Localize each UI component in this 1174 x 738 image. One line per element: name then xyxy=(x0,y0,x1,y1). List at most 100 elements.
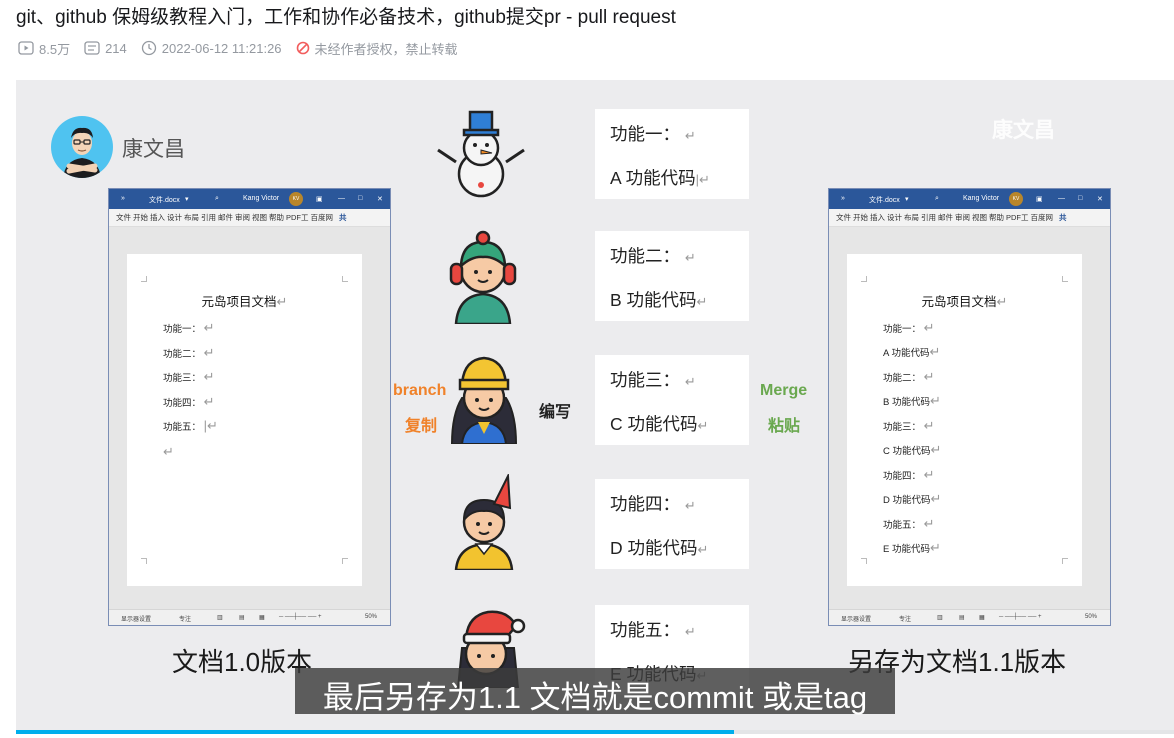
doc-title: 元岛项目文档↵ xyxy=(201,294,288,309)
author-name: 康文昌 xyxy=(122,138,185,161)
left-caption: 文档1.0版本 xyxy=(172,647,313,677)
document-area: 元岛项目文档↵ 功能一： ↵ A 功能代码↵ 功能二： ↵ B 功能代码↵ 功能… xyxy=(829,227,1110,609)
menu-design[interactable]: 设计 xyxy=(167,213,182,222)
girl-beanie-icon xyxy=(446,354,522,449)
status-bar: 显示器设置 专注 ▥ ▤ ▦ ─ ──┼── ── + 50% xyxy=(829,609,1110,625)
document-page[interactable]: 元岛项目文档↵ 功能一： ↵ 功能二： ↵ 功能三： ↵ 功能四： ↵ 功能五：… xyxy=(127,254,362,586)
display-settings[interactable]: 显示器设置 xyxy=(121,617,152,623)
menu-review[interactable]: 审阅 xyxy=(235,213,250,222)
progress-fill xyxy=(16,730,734,734)
ribbon-menu: 文件 开始 插入 设计 布局 引用 邮件 审阅 视图 帮助 PDF工 百度网 共 xyxy=(109,209,390,227)
feature-card: 功能三： ↵ C 功能代码↵ xyxy=(595,355,749,445)
menu-view[interactable]: 视图 xyxy=(972,213,987,222)
menu-review[interactable]: 审阅 xyxy=(955,213,970,222)
watermark: 康文昌 xyxy=(992,119,1055,142)
menu-help[interactable]: 帮助 xyxy=(989,213,1004,222)
chevron-down-icon[interactable]: ▾ xyxy=(905,196,909,203)
menu-file[interactable]: 文件 xyxy=(116,213,131,222)
focus-mode[interactable]: 专注 xyxy=(179,617,192,623)
user-avatar[interactable]: KV xyxy=(1009,192,1023,206)
menu-view[interactable]: 视图 xyxy=(252,213,267,222)
document-area: 元岛项目文档↵ 功能一： ↵ 功能二： ↵ 功能三： ↵ 功能四： ↵ 功能五：… xyxy=(109,227,390,609)
web-layout-icon[interactable]: ▦ xyxy=(979,615,985,621)
maximize-icon[interactable]: □ xyxy=(358,195,363,202)
menu-baidu[interactable]: 百度网 xyxy=(1030,213,1054,222)
close-icon[interactable]: ✕ xyxy=(377,196,383,203)
feature-code: B 功能代码↵ xyxy=(610,290,708,310)
video-meta: 8.5万 214 2022-06-12 11:21:26 未经作者授权，禁止转载 xyxy=(18,39,472,57)
expand-icon[interactable]: » xyxy=(841,195,845,202)
file-name: 文件.docx xyxy=(149,197,180,204)
menu-references[interactable]: 引用 xyxy=(201,213,216,222)
date-text: 2022-06-12 11:21:26 xyxy=(161,40,282,56)
subtitle-box: 最后另存为1.1 文档就是commit 或是tag xyxy=(295,668,895,715)
search-icon[interactable]: ⌕ xyxy=(215,195,219,202)
status-bar: 显示器设置 专注 ▥ ▤ ▦ ─ ──┼── ── + 50% xyxy=(109,609,390,625)
display-settings[interactable]: 显示器设置 xyxy=(841,617,872,623)
ribbon-menu: 文件 开始 插入 设计 布局 引用 邮件 审阅 视图 帮助 PDF工 百度网 共 xyxy=(829,209,1110,227)
paragraph-mark: ↵ xyxy=(163,444,174,459)
feature-label: 功能一： ↵ xyxy=(610,124,696,144)
print-layout-icon[interactable]: ▤ xyxy=(239,615,245,621)
document-page[interactable]: 元岛项目文档↵ 功能一： ↵ A 功能代码↵ 功能二： ↵ B 功能代码↵ 功能… xyxy=(847,254,1082,586)
zoom-slider[interactable]: ─ ──┼── ── + xyxy=(999,614,1042,620)
copyright-notice: 未经作者授权，禁止转载 xyxy=(296,39,458,58)
menu-home[interactable]: 开始 xyxy=(133,213,148,222)
share-button[interactable]: 共 xyxy=(339,213,347,222)
menu-insert[interactable]: 插入 xyxy=(150,213,165,222)
expand-icon[interactable]: » xyxy=(121,195,125,202)
share-button[interactable]: 共 xyxy=(1059,213,1067,222)
video-title: git、github 保姆级教程入门，工作和协作必备技术，github提交pr … xyxy=(16,7,676,28)
word-titlebar: » 文件.docx ▾ ⌕ Kang Victor KV ▣ — □ ✕ xyxy=(829,189,1110,209)
menu-home[interactable]: 开始 xyxy=(853,213,868,222)
menu-layout[interactable]: 布局 xyxy=(184,213,199,222)
feature-label: 功能五： ↵ xyxy=(610,620,696,640)
search-icon[interactable]: ⌕ xyxy=(935,195,939,202)
progress-bar[interactable] xyxy=(16,730,1174,734)
doc-line: 功能二： ↵ xyxy=(163,345,215,360)
focus-mode[interactable]: 专注 xyxy=(899,617,912,623)
menu-layout[interactable]: 布局 xyxy=(904,213,919,222)
word-window-left: » 文件.docx ▾ ⌕ Kang Victor KV ▣ — □ ✕ 文件 … xyxy=(108,188,391,626)
doc-line: E 功能代码↵ xyxy=(883,540,941,555)
minimize-icon[interactable]: — xyxy=(338,195,345,202)
menu-baidu[interactable]: 百度网 xyxy=(310,213,334,222)
views-stat: 8.5万 xyxy=(18,39,70,58)
chevron-down-icon[interactable]: ▾ xyxy=(185,196,189,203)
danmaku-icon xyxy=(84,41,100,55)
zoom-level[interactable]: 50% xyxy=(1085,614,1098,620)
doc-line: B 功能代码↵ xyxy=(883,393,941,408)
menu-design[interactable]: 设计 xyxy=(887,213,902,222)
print-layout-icon[interactable]: ▤ xyxy=(959,615,965,621)
menu-pdf[interactable]: PDF工 xyxy=(286,213,309,222)
web-layout-icon[interactable]: ▦ xyxy=(259,615,265,621)
minimize-icon[interactable]: — xyxy=(1058,195,1065,202)
zoom-level[interactable]: 50% xyxy=(365,614,378,620)
boy-party-hat-icon xyxy=(450,472,518,575)
menu-help[interactable]: 帮助 xyxy=(269,213,284,222)
maximize-icon[interactable]: □ xyxy=(1078,195,1083,202)
user-avatar[interactable]: KV xyxy=(289,192,303,206)
read-mode-icon[interactable]: ▥ xyxy=(217,615,223,621)
ribbon-display-icon[interactable]: ▣ xyxy=(316,196,323,203)
menu-insert[interactable]: 插入 xyxy=(870,213,885,222)
forbidden-icon xyxy=(296,41,309,55)
ribbon-display-icon[interactable]: ▣ xyxy=(1036,196,1043,203)
video-player[interactable]: 康文昌 康文昌 » 文件.docx ▾ ⌕ Kang Victor KV ▣ —… xyxy=(16,80,1174,732)
doc-line: A 功能代码↵ xyxy=(883,344,941,359)
branch-label: branch xyxy=(393,382,447,399)
zoom-slider[interactable]: ─ ──┼── ── + xyxy=(279,614,322,620)
feature-label: 功能四： ↵ xyxy=(610,494,696,514)
menu-mailings[interactable]: 邮件 xyxy=(218,213,233,222)
menu-mailings[interactable]: 邮件 xyxy=(938,213,953,222)
write-label: 编写 xyxy=(539,404,572,421)
views-count: 8.5万 xyxy=(39,41,71,57)
read-mode-icon[interactable]: ▥ xyxy=(937,615,943,621)
author-avatar xyxy=(51,116,113,178)
close-icon[interactable]: ✕ xyxy=(1097,196,1103,203)
menu-pdf[interactable]: PDF工 xyxy=(1006,213,1029,222)
menu-file[interactable]: 文件 xyxy=(836,213,851,222)
doc-line: 功能一： ↵ xyxy=(163,320,215,335)
danmaku-stat: 214 xyxy=(84,41,127,56)
menu-references[interactable]: 引用 xyxy=(921,213,936,222)
